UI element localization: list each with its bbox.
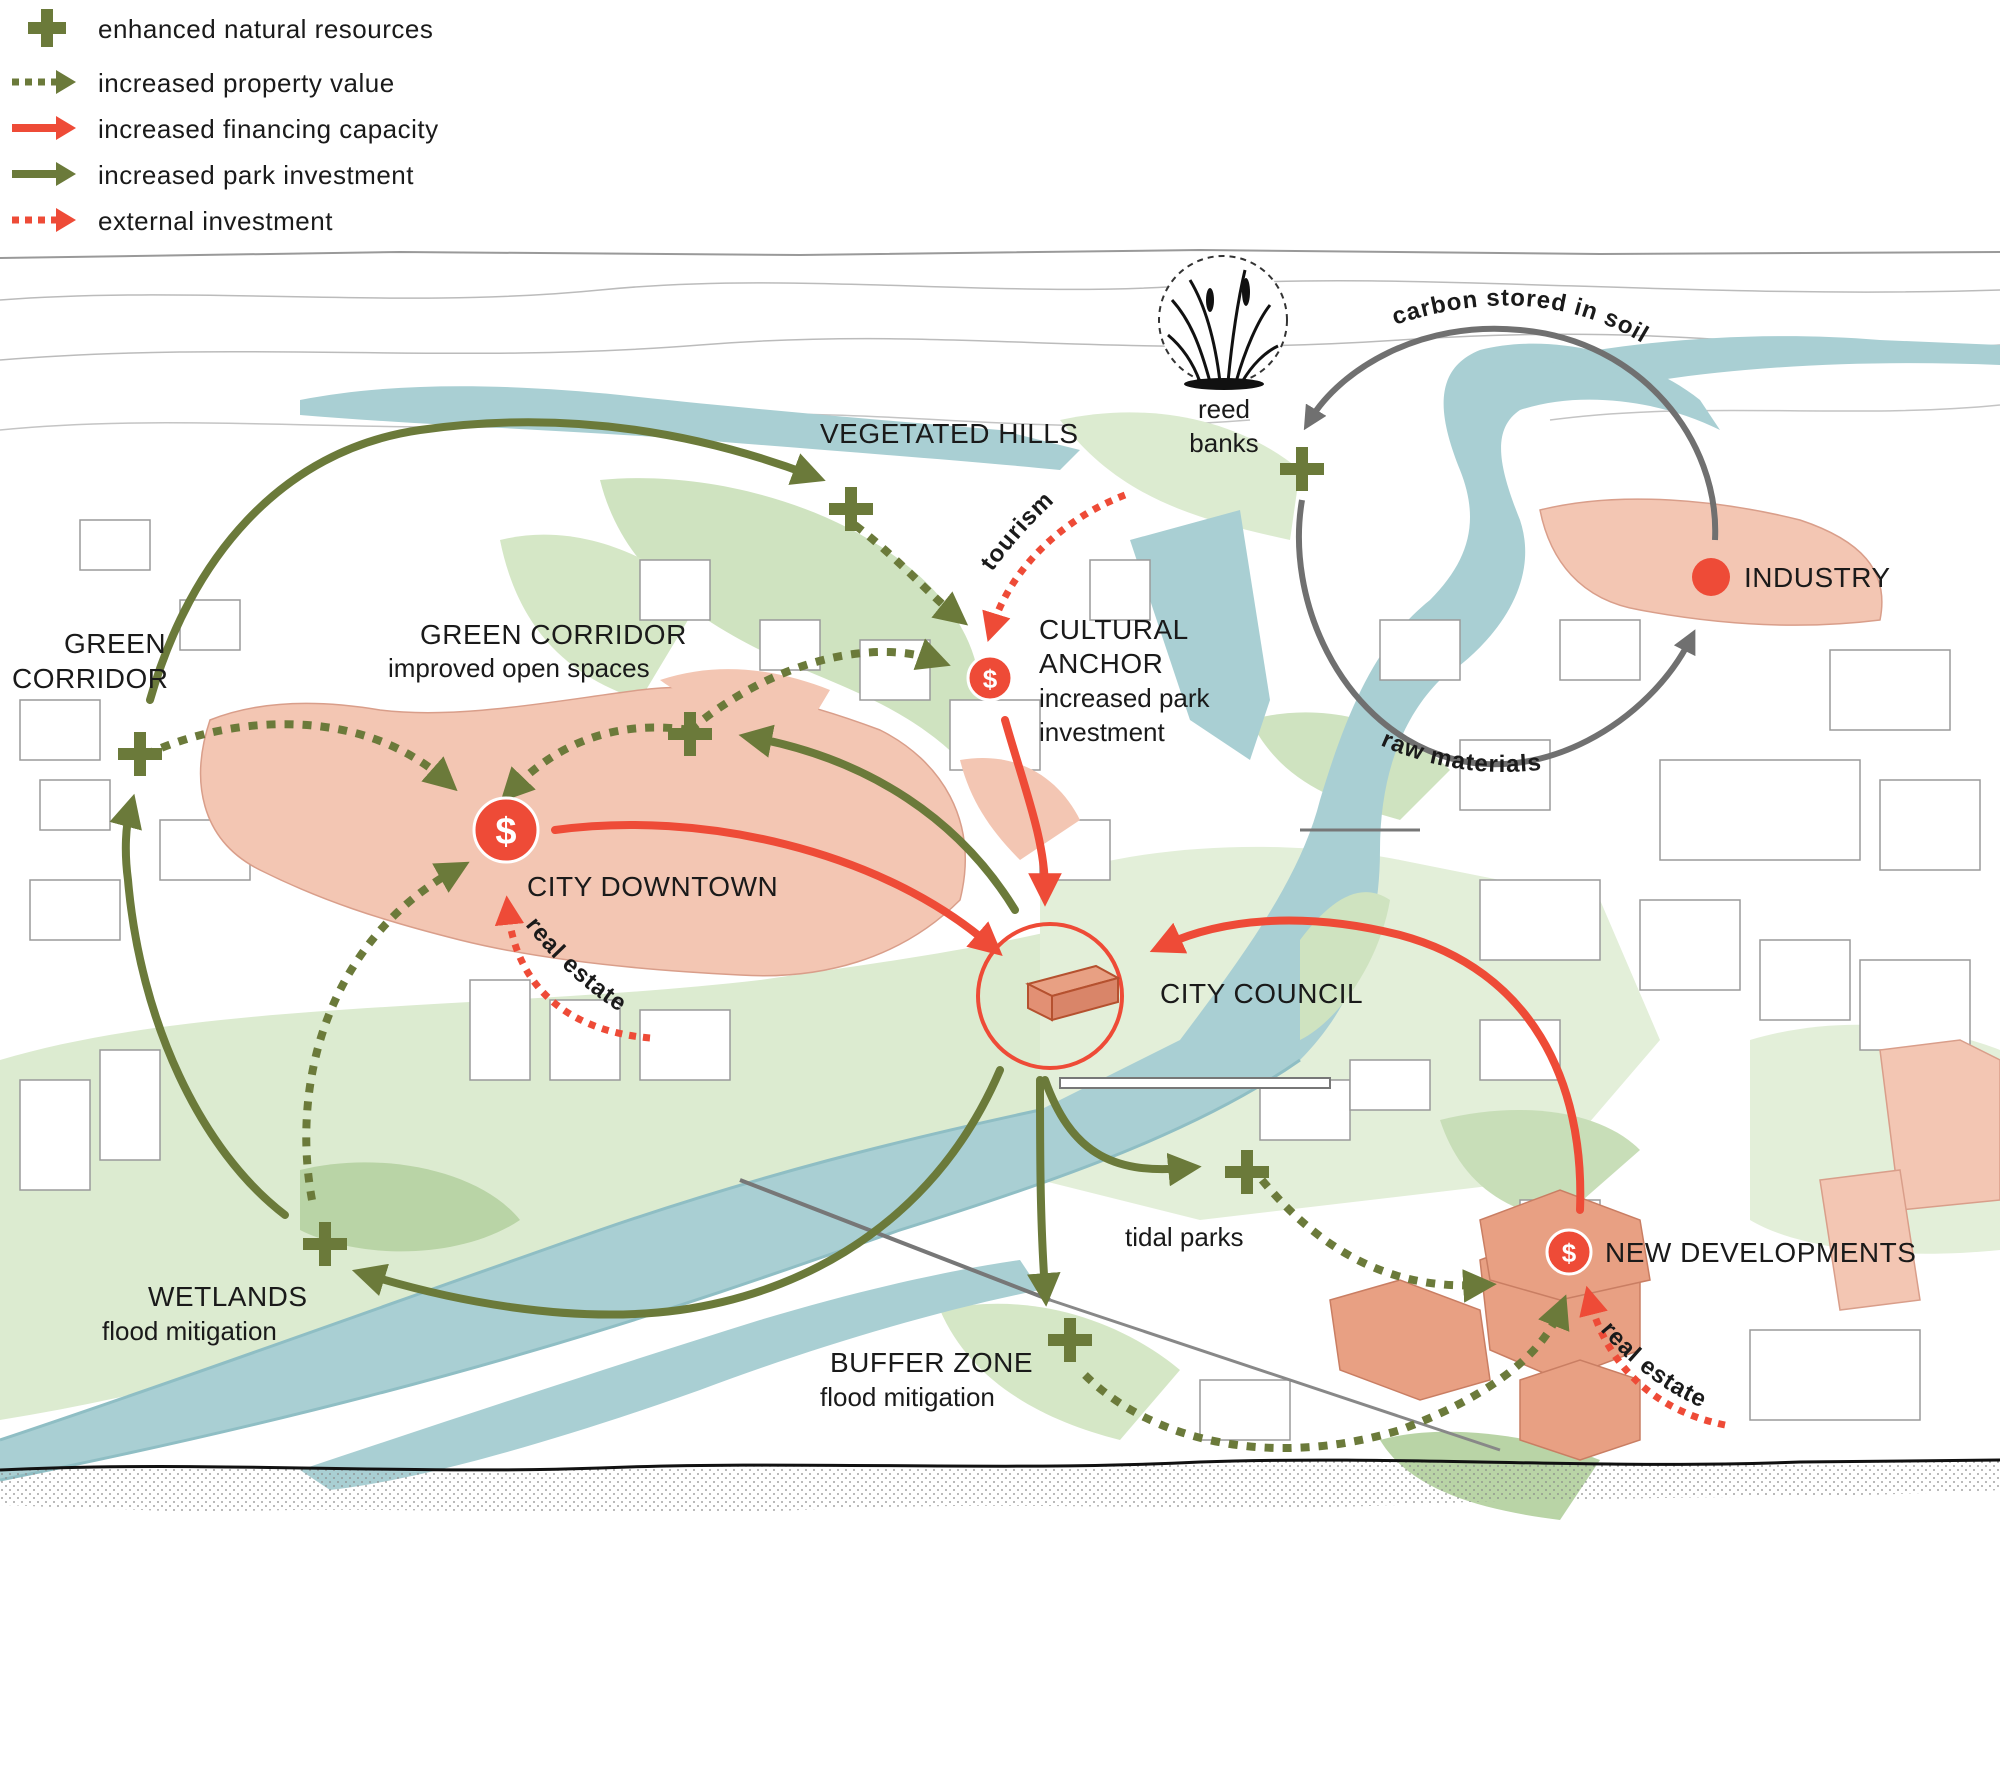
dotted-corridor-to-downtown [143, 720, 458, 792]
label-green-corridor-2: CORRIDOR [12, 663, 168, 694]
legend-item: increased property value [10, 62, 550, 102]
dotted-tourism [982, 491, 1127, 643]
dotted-arrow-icon [12, 70, 76, 94]
solid-arrow-icon [12, 116, 76, 140]
dotted-wetlands-to-downtown [302, 861, 470, 1201]
label-buffer-zone: BUFFER ZONE [830, 1347, 1033, 1378]
arrow-wetlands-to-corridor [109, 793, 289, 1219]
place-labels: VEGETATED HILLS reed banks GREEN CORRIDO… [12, 394, 1916, 1412]
plus-icon-wetlands [303, 1222, 347, 1266]
plus-icon-green-corridor [668, 712, 712, 756]
money-symbol: $ [983, 664, 998, 694]
arrow-newdev-to-council [1149, 916, 1585, 1214]
legend-label: external investment [98, 206, 333, 236]
arrow-council-to-wetlands [351, 1066, 1004, 1319]
arrow-council-to-greencorridor [738, 724, 1019, 914]
industry-dot-icon [1692, 558, 1730, 596]
money-icon-newdev: $ [1545, 1228, 1593, 1276]
legend-label: increased property value [98, 68, 395, 98]
label-cultural: CULTURAL [1039, 614, 1189, 645]
arrow-anchor-to-council [1001, 716, 1062, 907]
label-vegetated-hills: VEGETATED HILLS [820, 418, 1079, 449]
dotted-buffer-to-newdev [1082, 1294, 1570, 1453]
label-wetlands-sub: flood mitigation [102, 1316, 277, 1346]
financing-arrows [551, 716, 1585, 1214]
natural-resource-markers [118, 447, 1324, 1362]
arrow-corridor-to-hills [146, 418, 826, 704]
label-new-developments: NEW DEVELOPMENTS [1605, 1237, 1916, 1268]
label-green-corridor-mid: GREEN CORRIDOR [420, 619, 687, 650]
arrow-downtown-to-council [551, 821, 1003, 956]
dotted-arrow-icon [12, 208, 76, 232]
arrow-council-to-buffer [1027, 1076, 1061, 1307]
dotted-greencorridor-to-anchor [687, 638, 951, 734]
plus-icon-reed [1280, 447, 1324, 491]
money-symbol: $ [1562, 1238, 1577, 1268]
legend-label: enhanced natural resources [98, 14, 434, 44]
legend-label: increased park investment [98, 160, 414, 190]
legend-item: increased park investment [10, 154, 550, 194]
label-industry: INDUSTRY [1744, 562, 1891, 593]
plus-icon [28, 9, 66, 47]
dotted-realestate-downtown [494, 895, 651, 1042]
label-tourism: tourism [975, 486, 1059, 576]
park-investment-arrows [109, 418, 1202, 1319]
label-improved-open-spaces: improved open spaces [388, 653, 650, 683]
plus-icon-corridor-left [118, 732, 162, 776]
label-wetlands: WETLANDS [148, 1281, 308, 1312]
solid-arrow-icon [12, 162, 76, 186]
legend-item: enhanced natural resources [10, 8, 550, 48]
property-value-arrows [143, 521, 1570, 1453]
label-anchor: ANCHOR [1039, 648, 1163, 679]
dotted-hills-to-anchor [852, 521, 969, 626]
plus-icon-tidal [1225, 1150, 1269, 1194]
external-investment-arrows [494, 491, 1726, 1429]
dotted-realestate-new [1579, 1285, 1726, 1429]
reed-banks-icon [1158, 255, 1288, 390]
label-city-council: CITY COUNCIL [1160, 978, 1363, 1009]
label-tidal-parks: tidal parks [1125, 1222, 1244, 1252]
legend-label: increased financing capacity [98, 114, 439, 144]
legend-item: increased financing capacity [10, 108, 550, 148]
arrow-council-to-tidal [1041, 1076, 1202, 1187]
label-reed: reed [1198, 394, 1250, 424]
legend: enhanced natural resources increased pro… [0, 0, 560, 240]
money-icon-downtown: $ [472, 796, 540, 864]
label-banks: banks [1189, 428, 1258, 458]
money-symbol: $ [495, 811, 516, 853]
label-buffer-sub: flood mitigation [820, 1382, 995, 1412]
dotted-tidal-to-newdev [1258, 1177, 1497, 1303]
label-increased-park: increased park [1039, 683, 1211, 713]
label-investment: investment [1039, 717, 1165, 747]
label-green-corridor-1: GREEN [64, 628, 166, 659]
industry-material-cycle [1295, 325, 1719, 768]
plus-icon-hills [829, 487, 873, 531]
legend-item: external investment [10, 200, 550, 240]
dotted-greencorridor-to-downtown [500, 723, 691, 803]
money-icon-anchor: $ [966, 654, 1014, 702]
plus-icon-buffer [1048, 1318, 1092, 1362]
city-council-icon [976, 922, 1124, 1070]
label-city-downtown: CITY DOWNTOWN [527, 871, 778, 902]
